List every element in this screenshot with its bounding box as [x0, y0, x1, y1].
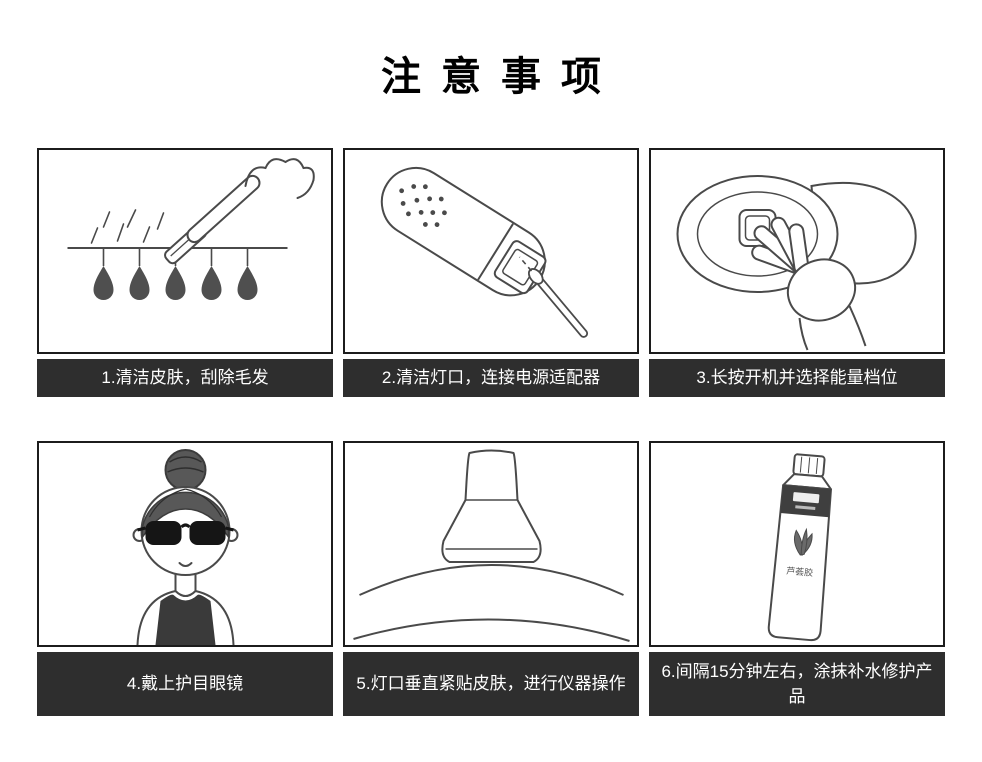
aloe-gel-illustration: 芦荟胶: [649, 441, 945, 647]
goggles-girl-icon: [132, 449, 239, 645]
device-rear: [810, 181, 917, 285]
cotton-swab: [527, 268, 589, 338]
step-panel-6: 芦荟胶 6.间隔15分钟左右，涂抹补水修护产品: [649, 441, 945, 716]
step-panel-3: 3.长按开机并选择能量档位: [649, 148, 945, 397]
step-caption-2: 2.清洁灯口，连接电源适配器: [343, 359, 639, 397]
torso: [136, 574, 235, 645]
step-caption-3: 3.长按开机并选择能量档位: [649, 359, 945, 397]
aloe-gel-tube-icon: 芦荟胶: [767, 453, 832, 642]
step-caption-5: 5.灯口垂直紧贴皮肤，进行仪器操作: [343, 652, 639, 716]
razor-shaving-icon: [67, 158, 315, 300]
step-caption-6: 6.间隔15分钟左右，涂抹补水修护产品: [649, 652, 945, 716]
hair-follicles: [93, 266, 258, 300]
goggles-illustration: [37, 441, 333, 647]
skin-line: [359, 564, 624, 596]
step-caption-4: 4.戴上护目眼镜: [37, 652, 333, 716]
fingers: [244, 158, 315, 199]
clean-lamp-illustration: [343, 148, 639, 354]
razor-shaving-illustration: [37, 148, 333, 354]
step-caption-1: 1.清洁皮肤，刮除毛发: [37, 359, 333, 397]
device-on-skin-icon: [353, 449, 630, 642]
power-press-illustration: [649, 148, 945, 354]
hair-fringe: [141, 491, 230, 540]
razor-handle: [186, 174, 261, 244]
step-panel-5: 5.灯口垂直紧贴皮肤，进行仪器操作: [343, 441, 639, 716]
step-panel-4: 4.戴上护目眼镜: [37, 441, 333, 716]
ipl-device-body: [380, 166, 547, 297]
device-on-skin-illustration: [343, 441, 639, 647]
ipl-device-vertical: [441, 449, 542, 563]
power-press-icon: [676, 175, 917, 351]
vent-dots: [399, 184, 447, 228]
steps-grid: 1.清洁皮肤，刮除毛发: [0, 148, 982, 716]
tube-label-text: 芦荟胶: [786, 565, 814, 578]
gel-tube: 芦荟胶: [767, 453, 832, 642]
step-panel-1: 1.清洁皮肤，刮除毛发: [37, 148, 333, 397]
aloe-icon: [793, 527, 813, 556]
device-cleaning-icon: [380, 166, 589, 338]
step-panel-2: 2.清洁灯口，连接电源适配器: [343, 148, 639, 397]
pressing-hand: [751, 216, 867, 351]
page-title: 注意事项: [381, 55, 621, 99]
protective-goggles: [137, 521, 234, 545]
